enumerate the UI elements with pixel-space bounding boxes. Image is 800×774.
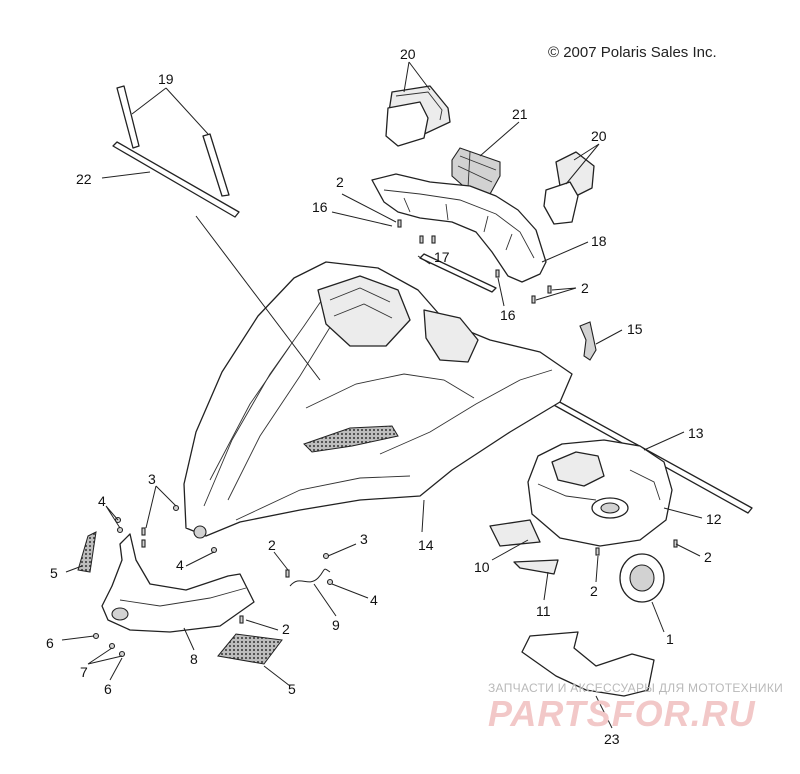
watermark-logo: PARTSFOR.RU xyxy=(488,693,756,734)
hood xyxy=(183,261,573,539)
callout-16-top: 16 xyxy=(312,199,328,215)
callout-23: 23 xyxy=(604,731,620,747)
support-rod xyxy=(419,253,497,293)
callout-5-left: 5 xyxy=(50,565,58,581)
callout-2-mid: 2 xyxy=(268,537,276,553)
decal-11 xyxy=(513,559,559,575)
callout-8: 8 xyxy=(190,651,198,667)
callout-9: 9 xyxy=(332,617,340,633)
dash-housing xyxy=(371,173,547,283)
callout-10: 10 xyxy=(474,559,490,575)
callout-18: 18 xyxy=(591,233,607,249)
wire-harness xyxy=(289,568,331,587)
mesh-vent-left xyxy=(77,531,97,573)
leader-lines xyxy=(61,61,703,729)
callout-20-right: 20 xyxy=(591,128,607,144)
gauge-display xyxy=(451,147,501,195)
callout-4-mid: 4 xyxy=(176,557,184,573)
callout-3-left: 3 xyxy=(148,471,156,487)
mesh-vent-lower xyxy=(217,633,283,665)
callout-2-dash: 2 xyxy=(581,280,589,296)
callout-2-tank: 2 xyxy=(590,583,598,599)
callout-4-left: 4 xyxy=(98,493,106,509)
grommet-ring xyxy=(619,553,665,603)
foam-pad xyxy=(521,631,655,697)
callout-2-top: 2 xyxy=(336,174,344,190)
watermark-tagline: ЗАПЧАСТИ И АКСЕССУАРЫ ДЛЯ МОТОТЕХНИКИ xyxy=(488,681,784,695)
callout-13: 13 xyxy=(688,425,704,441)
lower-nose xyxy=(101,533,255,633)
callout-14: 14 xyxy=(418,537,434,553)
tank-body xyxy=(527,439,673,547)
callout-12: 12 xyxy=(706,511,722,527)
copyright-notice: © 2007 Polaris Sales Inc. xyxy=(548,44,717,61)
callout-labels: 20 19 22 21 20 2 16 18 17 2 16 15 13 12 … xyxy=(46,46,722,747)
callout-6-lower: 6 xyxy=(104,681,112,697)
callout-17: 17 xyxy=(434,249,450,265)
callout-5-lower: 5 xyxy=(288,681,296,697)
callout-7: 7 xyxy=(80,664,88,680)
decal-10 xyxy=(489,519,541,547)
small-bracket xyxy=(579,321,597,361)
headlight-lens-right xyxy=(543,151,595,225)
callout-4-harness: 4 xyxy=(370,592,378,608)
headlight-lens-upper xyxy=(385,85,451,147)
callout-2-right: 2 xyxy=(704,549,712,565)
callout-16-lower: 16 xyxy=(500,307,516,323)
callout-20-upper: 20 xyxy=(400,46,416,62)
callout-15: 15 xyxy=(627,321,643,337)
callout-3-mid: 3 xyxy=(360,531,368,547)
callout-21: 21 xyxy=(512,106,528,122)
callout-6-upper: 6 xyxy=(46,635,54,651)
callout-1: 1 xyxy=(666,631,674,647)
windshield-trim-strips xyxy=(112,85,240,218)
callout-11: 11 xyxy=(536,603,551,619)
callout-22: 22 xyxy=(76,171,92,187)
callout-2-lower: 2 xyxy=(282,621,290,637)
fasteners xyxy=(92,219,678,658)
callout-19: 19 xyxy=(158,71,174,87)
